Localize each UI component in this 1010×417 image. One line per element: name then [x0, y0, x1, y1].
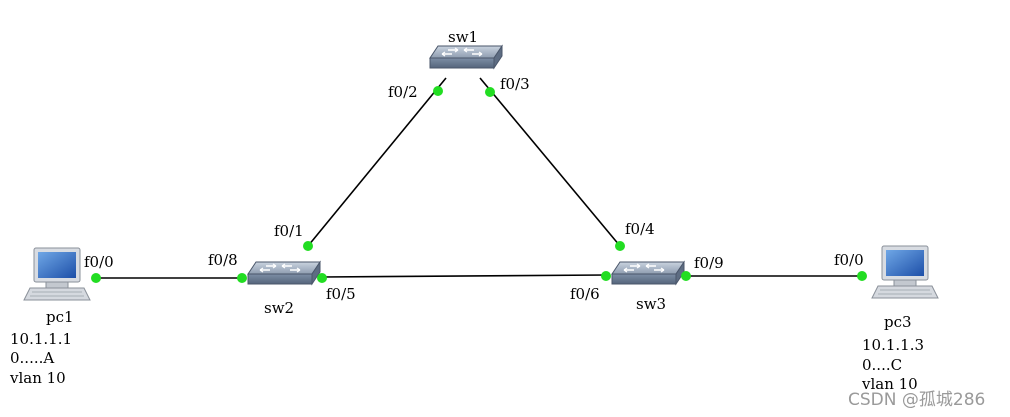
- port-label: f0/2: [388, 83, 418, 101]
- port-label: f0/0: [84, 253, 114, 271]
- switch-icon[interactable]: [611, 261, 685, 285]
- watermark: CSDN @孤城286: [848, 390, 985, 410]
- port-dot: [303, 241, 313, 251]
- pc1-mac: 0.....A: [10, 349, 54, 367]
- port-label: f0/3: [500, 75, 530, 93]
- device-label-pc1: pc1: [46, 308, 74, 326]
- device-label-sw2: sw2: [264, 299, 294, 317]
- port-dot: [433, 86, 443, 96]
- pc3-ip: 10.1.1.3: [862, 336, 924, 354]
- port-label: f0/9: [694, 254, 724, 272]
- pc-icon[interactable]: [871, 245, 939, 299]
- port-dot: [237, 273, 247, 283]
- port-dot: [485, 87, 495, 97]
- pc-icon[interactable]: [23, 247, 91, 301]
- port-label: f0/5: [326, 285, 356, 303]
- port-label: f0/6: [570, 285, 600, 303]
- pc1-ip: 10.1.1.1: [10, 330, 72, 348]
- port-label: f0/4: [625, 220, 655, 238]
- port-dot: [317, 273, 327, 283]
- switch-icon[interactable]: [247, 261, 321, 285]
- link-sw2-sw3: [321, 274, 607, 278]
- link-sw1-sw3: [479, 77, 621, 247]
- port-label: f0/0: [834, 251, 864, 269]
- pc3-vlan: vlan 10: [861, 375, 918, 393]
- port-dot: [681, 271, 691, 281]
- device-label-pc3: pc3: [884, 313, 912, 331]
- pc3-mac: 0....C: [862, 356, 902, 374]
- device-label-sw3: sw3: [636, 295, 666, 313]
- switch-icon[interactable]: [429, 45, 503, 69]
- port-dot: [91, 273, 101, 283]
- port-dot: [857, 271, 867, 281]
- port-dots: [91, 86, 867, 283]
- port-dot: [615, 241, 625, 251]
- port-dot: [601, 271, 611, 281]
- links: [96, 77, 862, 279]
- port-label: f0/8: [208, 251, 238, 269]
- link-sw1-sw2: [307, 77, 447, 247]
- pc1-vlan: vlan 10: [9, 369, 66, 387]
- port-label: f0/1: [274, 222, 304, 240]
- device-label-sw1: sw1: [448, 28, 478, 46]
